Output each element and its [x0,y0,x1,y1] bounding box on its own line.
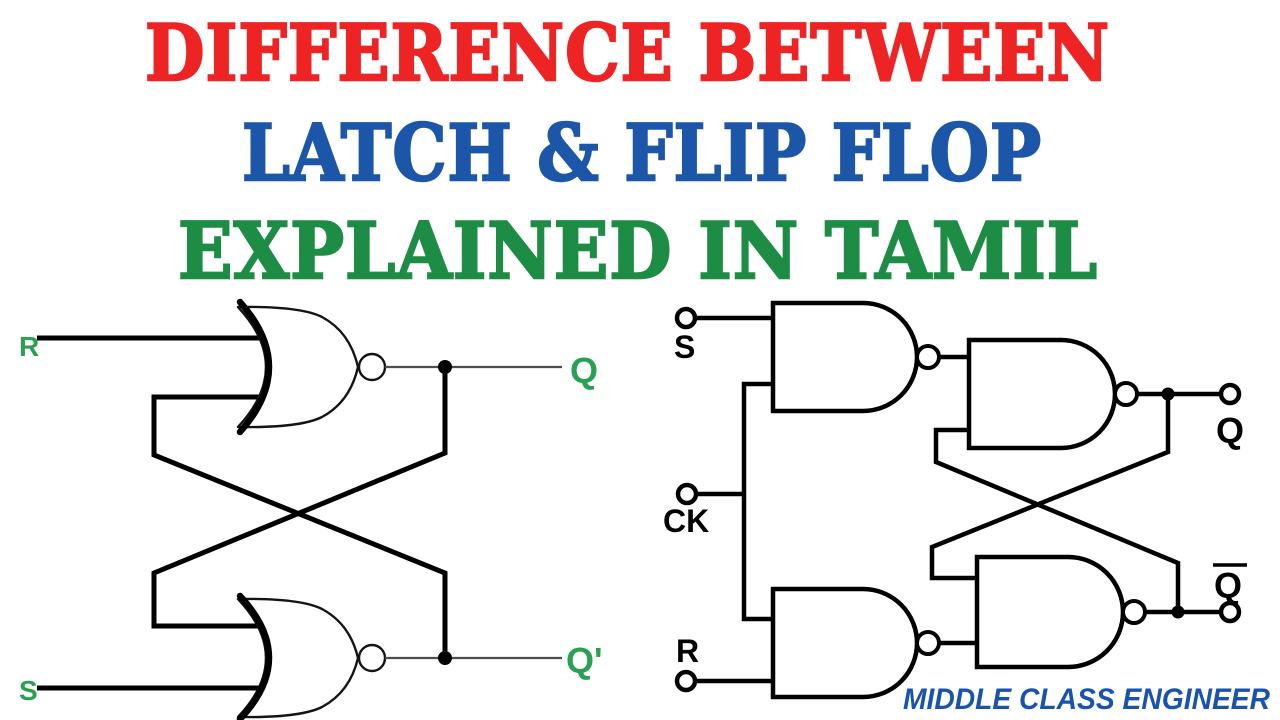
ff-ck-terminal [675,482,699,506]
nand-gate-bottom-right-bubble [1121,599,1147,625]
ff-feedback-qbar-to-top-gate [933,427,1181,612]
title-line-3: EXPLAINED IN TAMIL [178,206,1098,297]
nor-latch-diagram: R S Q Q' [19,298,603,720]
nand-gate-bottom-right-body [974,554,1126,670]
nor-gate-top-input-arc [236,298,273,436]
latch-label-r: R [19,331,39,362]
ff-label-q: Q [1216,410,1244,451]
nand-gate-bottom-left-body [770,586,920,700]
latch-feedback-q-to-bottom-gate [151,367,448,629]
nor-gate-bottom-input-arc [236,592,273,720]
nand-gate-top-right-body [966,337,1118,451]
nand-gate-top-left-body [770,300,920,414]
ff-label-r: R [676,633,699,669]
ff-q-junction-dot [1161,387,1175,401]
nand-flipflop-diagram: S CK R Q Q [663,300,1247,700]
nor-gate-top-bubble [357,352,387,382]
title-line-2: LATCH & FLIP FLOP [242,108,1042,199]
ff-qbar-junction-dot [1171,605,1185,619]
latch-qprime-junction-dot [438,651,452,665]
nand-gate-bottom-left-bubble [915,630,941,656]
latch-label-q: Q [570,350,598,391]
nor-gate-top-body [236,305,360,429]
title-line-1: DIFFERENCE BETWEEN [145,8,1110,99]
ff-label-s: S [674,329,695,365]
ff-ck-branch-wire [741,381,773,622]
ff-label-qbar: Q [1214,565,1242,606]
ff-s-terminal [674,306,698,330]
latch-q-junction-dot [438,360,452,374]
title-block: DIFFERENCE BETWEEN LATCH & FLIP FLOP EXP… [144,7,1110,298]
nand-gate-top-left-bubble [915,344,941,370]
ff-label-ck: CK [663,503,709,539]
latch-label-q-prime: Q' [566,640,603,681]
latch-label-s: S [19,675,38,706]
ff-q-terminal [1218,382,1242,406]
ff-r-terminal [674,669,698,693]
ff-feedback-q-to-bottom-gate [929,394,1171,581]
nand-gate-top-right-bubble [1113,381,1139,407]
nor-gate-bottom-bubble [357,643,387,673]
ff-qbar-terminal [1218,600,1242,624]
watermark: MIDDLE CLASS ENGINEER [903,683,1270,716]
latch-feedback-qprime-to-top-gate [151,394,448,658]
